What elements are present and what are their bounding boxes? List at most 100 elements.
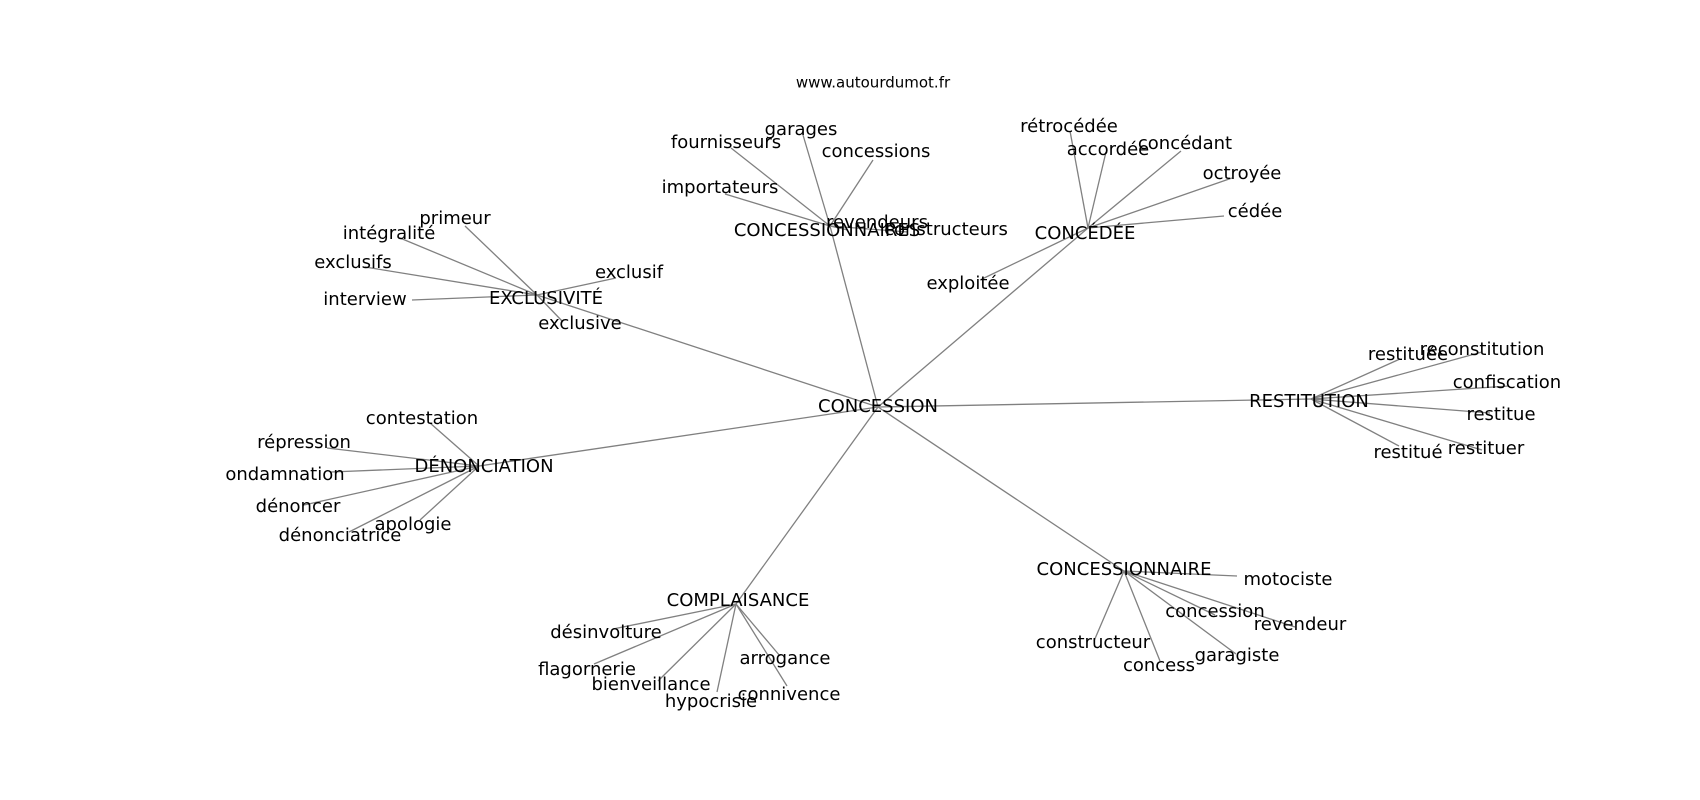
edge-hub-to-leaf bbox=[364, 266, 538, 296]
leaf-node-label: contestation bbox=[366, 408, 478, 429]
edge-center-to-hub bbox=[877, 398, 1312, 408]
edge-hub-to-leaf bbox=[429, 422, 480, 467]
edge-center-to-hub bbox=[735, 406, 879, 605]
leaf-node-label: hypocrisie bbox=[665, 691, 757, 712]
edge-hub-to-leaf bbox=[303, 465, 480, 506]
edge-hub-to-leaf bbox=[829, 159, 874, 227]
edge-hub-to-leaf bbox=[1069, 130, 1089, 229]
leaf-node-label: constructeurs bbox=[884, 219, 1008, 240]
edge-hub-to-leaf bbox=[593, 603, 737, 665]
edge-hub-to-leaf bbox=[735, 603, 781, 657]
center-node-label: CONCESSION bbox=[818, 396, 938, 417]
hub-node-label: COMPLAISANCE bbox=[667, 590, 810, 611]
leaf-node-label: interview bbox=[323, 289, 406, 310]
edge-hub-to-leaf bbox=[1093, 570, 1125, 642]
leaf-node-label: exclusif bbox=[595, 262, 664, 283]
edges bbox=[303, 130, 1510, 693]
leaf-node-label: garages bbox=[765, 119, 838, 140]
edge-hub-to-leaf bbox=[1123, 570, 1296, 628]
edge-hub-to-leaf bbox=[1087, 150, 1182, 229]
leaf-node-label: octroyée bbox=[1203, 163, 1282, 184]
edge-center-to-hub bbox=[877, 227, 1089, 408]
leaf-node-label: restitue bbox=[1466, 404, 1535, 425]
edge-hub-to-leaf bbox=[1310, 398, 1483, 451]
leaf-node-label: dénoncer bbox=[256, 496, 341, 517]
leaf-node-label: accordée bbox=[1067, 139, 1150, 160]
leaf-node-label: fournisseurs bbox=[671, 132, 781, 153]
edge-hub-to-leaf bbox=[1123, 570, 1238, 577]
edge-center-to-hub bbox=[877, 406, 1125, 572]
leaf-node-label: concédant bbox=[1138, 133, 1232, 154]
edge-hub-to-leaf bbox=[419, 465, 480, 521]
edge-hub-to-leaf bbox=[536, 294, 564, 323]
leaf-node-label: cédée bbox=[1228, 201, 1283, 222]
leaf-node-label: intégralité bbox=[343, 223, 436, 244]
leaf-node-label: exclusive bbox=[538, 313, 622, 334]
edge-hub-to-leaf bbox=[829, 225, 909, 233]
leaf-node-label: confiscation bbox=[1453, 372, 1561, 393]
edge-hub-to-leaf bbox=[1310, 398, 1491, 414]
leaf-node-label: connivence bbox=[738, 684, 841, 705]
site-url-label: www.autourdumot.fr bbox=[796, 74, 951, 92]
edge-hub-to-leaf bbox=[735, 603, 788, 687]
edge-hub-to-leaf bbox=[330, 465, 480, 473]
leaf-node-label: concession bbox=[1165, 601, 1264, 622]
hub-node-label: CONCESSIONNAIRES bbox=[734, 220, 920, 241]
edge-hub-to-leaf bbox=[464, 225, 538, 296]
hub-node-label: CONCÉDÉE bbox=[1035, 222, 1136, 244]
leaf-node-label: rétrocédée bbox=[1020, 116, 1118, 137]
edge-hub-to-leaf bbox=[1310, 358, 1401, 400]
edge-hub-to-leaf bbox=[1123, 570, 1237, 655]
edge-center-to-hub bbox=[829, 225, 879, 408]
leaf-node-label: restitué bbox=[1373, 442, 1442, 463]
edge-hub-to-leaf bbox=[536, 277, 617, 296]
hub-node-label: CONCESSIONNAIRE bbox=[1037, 559, 1212, 580]
edge-hub-to-leaf bbox=[326, 447, 480, 467]
leaf-node-label: exploitée bbox=[926, 273, 1009, 294]
leaf-node-label: désinvolture bbox=[550, 622, 662, 643]
edge-hub-to-leaf bbox=[612, 603, 737, 630]
edge-hub-to-leaf bbox=[802, 134, 831, 227]
leaf-node-label: revendeurs bbox=[826, 212, 928, 233]
leaf-node-label: reconstitution bbox=[1420, 339, 1545, 360]
leaf-node-label: bienveillance bbox=[591, 674, 710, 695]
edge-hub-to-leaf bbox=[1310, 385, 1510, 400]
leaf-node-label: motociste bbox=[1243, 569, 1332, 590]
edge-hub-to-leaf bbox=[348, 465, 480, 533]
hub-node-label: EXCLUSIVITÉ bbox=[489, 287, 603, 309]
edge-hub-to-leaf bbox=[411, 294, 538, 301]
leaf-node-label: arrogance bbox=[740, 648, 831, 669]
edge-hub-to-leaf bbox=[724, 193, 831, 227]
leaf-node-label: exclusifs bbox=[314, 252, 392, 273]
edge-hub-to-leaf bbox=[1310, 351, 1483, 400]
leaf-node-label: apologie bbox=[375, 514, 452, 535]
leaf-node-label: importateurs bbox=[662, 177, 779, 198]
leaf-node-label: dénonciatrice bbox=[279, 525, 402, 546]
edge-hub-to-leaf bbox=[1123, 570, 1161, 662]
leaf-node-label: concessions bbox=[822, 141, 931, 162]
edge-hub-to-leaf bbox=[399, 237, 538, 296]
leaf-node-label: constructeur bbox=[1036, 632, 1151, 653]
leaf-node-label: revendeur bbox=[1254, 614, 1347, 635]
edge-hub-to-leaf bbox=[1087, 215, 1225, 229]
edge-hub-to-leaf bbox=[1123, 570, 1216, 616]
leaf-node-label: restituer bbox=[1448, 438, 1525, 459]
leaf-node-label: concess bbox=[1123, 655, 1195, 676]
edge-hub-to-leaf bbox=[1310, 398, 1400, 447]
edge-hub-to-leaf bbox=[1087, 151, 1107, 229]
leaf-node-label: primeur bbox=[419, 208, 491, 229]
leaf-node-label: restituée bbox=[1368, 344, 1448, 365]
edge-center-to-hub bbox=[478, 406, 879, 467]
edge-hub-to-leaf bbox=[657, 603, 737, 682]
leaf-node-label: répression bbox=[257, 432, 351, 453]
leaf-node-label: flagornerie bbox=[538, 659, 636, 680]
edge-center-to-hub bbox=[536, 294, 879, 408]
hub-node-label: RESTITUTION bbox=[1249, 391, 1369, 412]
edge-hub-to-leaf bbox=[730, 147, 831, 227]
leaf-node-label: ondamnation bbox=[225, 464, 344, 485]
leaf-node-label: garagiste bbox=[1195, 645, 1280, 666]
edge-hub-to-leaf bbox=[979, 227, 1089, 281]
hub-node-label: DÉNONCIATION bbox=[414, 455, 553, 477]
edge-hub-to-leaf bbox=[1087, 177, 1233, 229]
